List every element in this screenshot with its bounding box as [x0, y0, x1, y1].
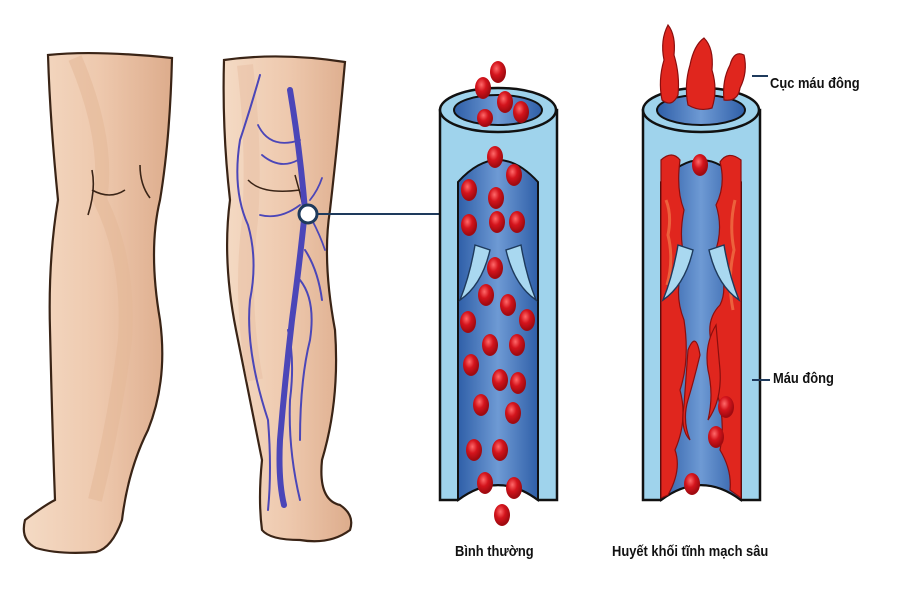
- leg-plain: [22, 51, 174, 554]
- blood-cells-dvt: [684, 154, 734, 495]
- caption-dvt: Huyết khối tĩnh mạch sâu: [612, 543, 769, 560]
- vein-dvt: [641, 23, 770, 502]
- highlight-point-icon: [297, 203, 319, 225]
- clot-top-icon: [659, 23, 746, 111]
- caption-normal: Bình thường: [455, 543, 534, 560]
- blood-cells-normal: [460, 61, 535, 526]
- leg-veins: [222, 55, 440, 543]
- vein-network-icon: [236, 74, 326, 511]
- callout-label-clotted-blood: Máu đông: [773, 370, 834, 387]
- vein-normal: [438, 61, 559, 526]
- callout-label-clot: Cục máu đông: [770, 75, 860, 92]
